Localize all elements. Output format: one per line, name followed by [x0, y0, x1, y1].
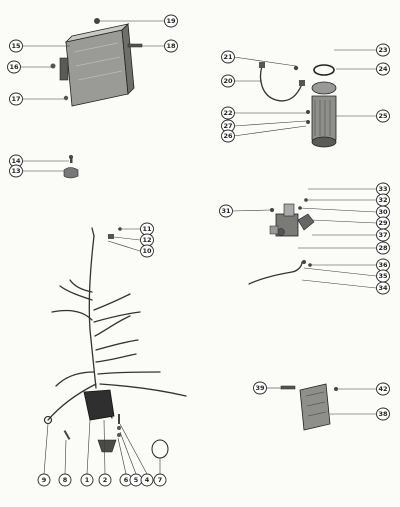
callout-10-label: 10 — [142, 247, 152, 255]
callout-27: 27 — [221, 119, 235, 133]
callout-31: 31 — [219, 204, 233, 218]
harness-small-parts — [63, 227, 169, 459]
callout-28: 28 — [376, 241, 390, 255]
callout-13-label: 13 — [11, 167, 20, 175]
callout-37-label: 37 — [378, 231, 387, 239]
switch-box-module — [59, 23, 135, 107]
callout-5: 5 — [129, 473, 143, 487]
callout-39-label: 39 — [255, 384, 265, 392]
callout-23: 23 — [376, 43, 390, 57]
callout-6-label: 6 — [124, 476, 129, 484]
rectifier — [280, 383, 338, 431]
callout-5-label: 5 — [134, 476, 139, 484]
callout-29: 29 — [376, 216, 390, 230]
callout-17-label: 17 — [11, 95, 20, 103]
callout-32-label: 32 — [378, 196, 387, 204]
callout-18: 18 — [164, 39, 178, 53]
callout-18-label: 18 — [166, 42, 176, 50]
callout-4: 4 — [140, 473, 154, 487]
callout-36: 36 — [376, 258, 390, 272]
callout-13: 13 — [9, 164, 23, 178]
callout-21: 21 — [221, 50, 235, 64]
callout-30: 30 — [376, 205, 390, 219]
callout-10: 10 — [140, 244, 154, 258]
callout-7-label: 7 — [158, 476, 163, 484]
callout-33-label: 33 — [378, 185, 387, 193]
callout-12: 12 — [140, 233, 154, 247]
switch-box-fasteners — [50, 18, 143, 101]
callout-11: 11 — [140, 222, 154, 236]
callout-29-label: 29 — [378, 219, 388, 227]
callout-22: 22 — [221, 106, 235, 120]
callout-23-label: 23 — [378, 46, 387, 54]
leader-lines — [20, 20, 377, 475]
callout-19-label: 19 — [166, 17, 176, 25]
callout-26-label: 26 — [223, 132, 233, 140]
callout-8-label: 8 — [63, 476, 68, 484]
callout-20: 20 — [221, 74, 235, 88]
callout-35-label: 35 — [378, 272, 388, 280]
solenoid-assembly — [269, 198, 315, 237]
callout-24: 24 — [376, 62, 390, 76]
callout-9-label: 9 — [42, 476, 47, 484]
wiring-harness — [43, 227, 187, 425]
callout-35: 35 — [376, 269, 390, 283]
callout-21-label: 21 — [223, 53, 233, 61]
callout-31-label: 31 — [221, 207, 231, 215]
callout-42: 42 — [376, 382, 390, 396]
callout-19: 19 — [164, 14, 178, 28]
callout-2: 2 — [98, 473, 112, 487]
callout-20-label: 20 — [223, 77, 233, 85]
callout-24-label: 24 — [378, 65, 388, 73]
callout-25-label: 25 — [378, 112, 388, 120]
callout-8: 8 — [58, 473, 72, 487]
callout-33: 33 — [376, 182, 390, 196]
callout-38: 38 — [376, 407, 390, 421]
callout-4-label: 4 — [145, 476, 150, 484]
callout-12-label: 12 — [142, 236, 151, 244]
small-bracket-parts — [63, 155, 79, 179]
callout-1: 1 — [80, 473, 94, 487]
callout-15-label: 15 — [11, 42, 21, 50]
callout-9: 9 — [37, 473, 51, 487]
callout-34-label: 34 — [378, 284, 388, 292]
callout-32: 32 — [376, 193, 390, 207]
starter-motor — [293, 64, 337, 148]
callout-16: 16 — [7, 60, 21, 74]
callout-38-label: 38 — [378, 410, 388, 418]
solenoid-lead — [248, 260, 312, 285]
callout-1-label: 1 — [85, 476, 90, 484]
callout-16-label: 16 — [9, 63, 19, 71]
callout-34: 34 — [376, 281, 390, 295]
callout-22-label: 22 — [223, 109, 232, 117]
callout-11-label: 11 — [142, 225, 152, 233]
callout-37: 37 — [376, 228, 390, 242]
callout-17: 17 — [9, 92, 23, 106]
callout-25: 25 — [376, 109, 390, 123]
callout-39: 39 — [253, 381, 267, 395]
callout-42-label: 42 — [378, 385, 387, 393]
callout-27-label: 27 — [223, 122, 232, 130]
callout-15: 15 — [9, 39, 23, 53]
starter-cable — [259, 62, 305, 102]
callout-14-label: 14 — [11, 157, 21, 165]
callout-28-label: 28 — [378, 244, 388, 252]
callout-36-label: 36 — [378, 261, 388, 269]
callout-7: 7 — [153, 473, 167, 487]
callout-26: 26 — [221, 129, 235, 143]
callout-2-label: 2 — [103, 476, 108, 484]
callout-30-label: 30 — [378, 208, 388, 216]
